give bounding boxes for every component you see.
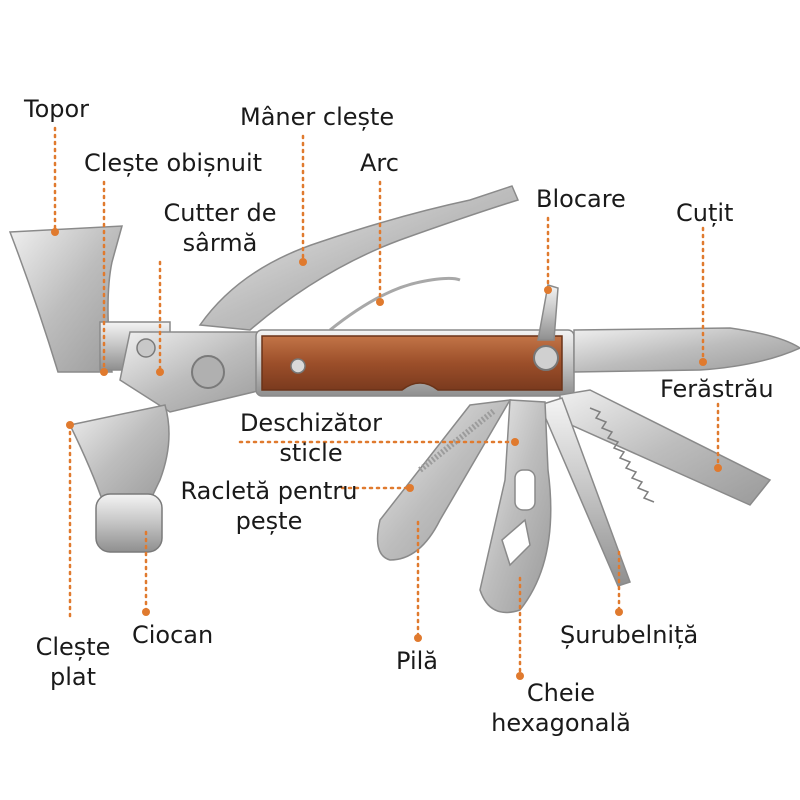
leader-dots: [51, 228, 722, 680]
pliers-pivot: [191, 355, 225, 389]
label-racleta: Racletă pentru pește: [176, 476, 362, 536]
leader-dot-deschizator: [511, 438, 519, 446]
leader-dot-pila: [414, 634, 422, 642]
hammer-face: [95, 493, 163, 553]
label-ciocan: Ciocan: [132, 621, 214, 649]
axe-head: [8, 225, 124, 373]
label-cutter-line2: sârmă: [182, 229, 258, 257]
label-surubelnita: Șurubelniță: [560, 621, 699, 649]
leader-dot-arc: [376, 298, 384, 306]
label-racleta-line2: pește: [235, 507, 303, 535]
lock-lever: [537, 284, 559, 341]
label-maner-cleste: Mâner clește: [240, 103, 395, 131]
leader-dot-topor: [51, 228, 59, 236]
leader-dot-cutit: [699, 358, 707, 366]
leader-lines: [53, 126, 720, 678]
spring-wire: [329, 276, 461, 332]
label-pila: Pilă: [396, 647, 438, 675]
label-cleste-plat: Clește plat: [20, 632, 126, 692]
label-cleste-obisnuit: Clește obișnuit: [84, 149, 263, 177]
wood-handle: [261, 335, 563, 391]
leader-dot-surubelnita: [615, 608, 623, 616]
leader-dot-racleta: [406, 484, 414, 492]
label-topor: Topor: [24, 95, 90, 123]
screwdriver-blade: [538, 397, 631, 587]
leader-dot-cutter: [156, 368, 164, 376]
label-racleta-line1: Racletă pentru: [180, 477, 358, 505]
label-cutit: Cuțit: [676, 199, 734, 227]
label-cheie-line1: Cheie: [526, 679, 596, 707]
label-deschizator: Deschizător sticle: [226, 408, 396, 468]
label-cutter-line1: Cutter de: [163, 199, 277, 227]
multitool-illustration: [8, 185, 800, 614]
label-ferastrau: Ferăstrău: [660, 375, 774, 403]
pliers-handle: [198, 185, 520, 331]
label-cleste-plat-line1: Clește: [35, 633, 111, 661]
leader-dot-ciocan: [142, 608, 150, 616]
label-blocare: Blocare: [536, 185, 626, 213]
label-arc: Arc: [360, 149, 399, 177]
hammer-head: [68, 404, 170, 506]
leader-dot-cleste-plat: [66, 421, 74, 429]
label-cheie-line2: hexagonală: [491, 709, 631, 737]
leader-dot-maner-cleste: [299, 258, 307, 266]
label-cleste-plat-line2: plat: [49, 663, 97, 691]
file-blade: [376, 399, 512, 561]
leader-dot-cleste-obisnuit: [100, 368, 108, 376]
leader-dot-cheie: [516, 672, 524, 680]
leader-dot-blocare: [544, 286, 552, 294]
label-deschizator-line2: sticle: [279, 439, 343, 467]
label-deschizator-line1: Deschizător: [239, 409, 383, 437]
label-cutter: Cutter de sârmă: [150, 198, 290, 258]
label-cheie: Cheie hexagonală: [486, 678, 636, 738]
leader-dot-ferastrau: [714, 464, 722, 472]
knife-blade: [573, 327, 800, 373]
